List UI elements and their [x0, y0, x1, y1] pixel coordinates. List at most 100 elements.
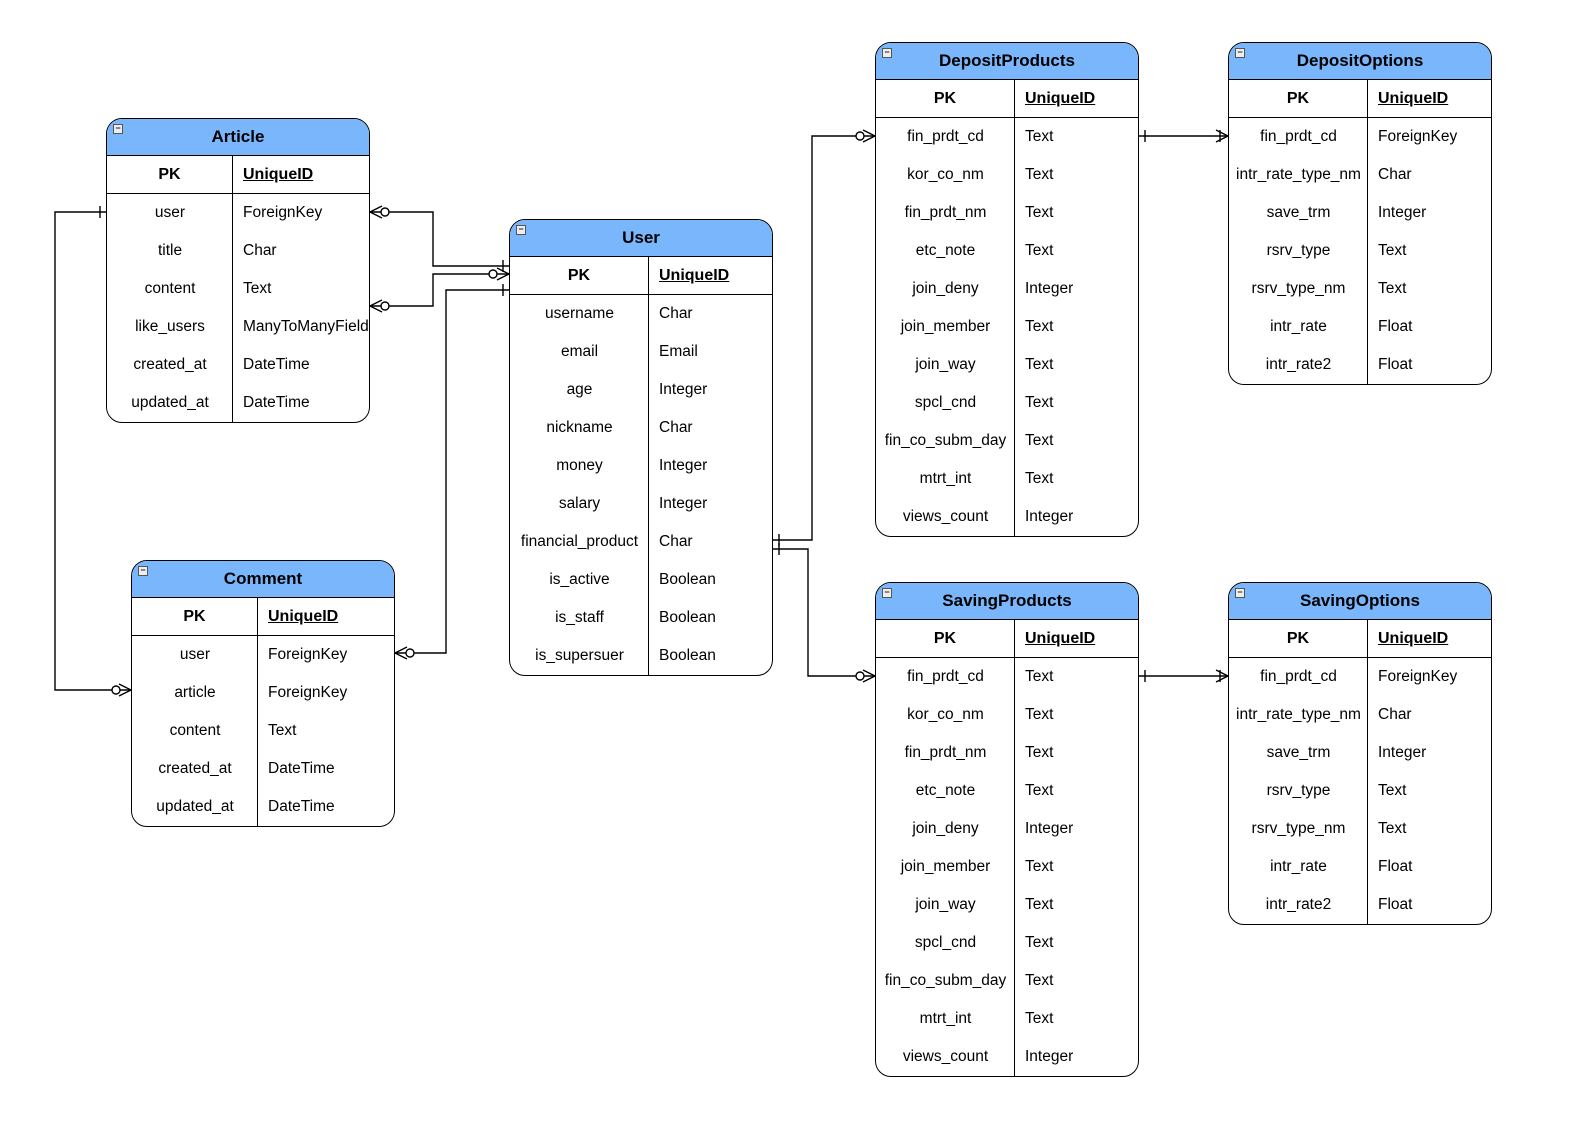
field-name: save_trm — [1266, 204, 1331, 221]
field-name: join_member — [900, 318, 991, 335]
field-name: fin_prdt_cd — [1260, 668, 1337, 685]
field-type: Integer — [1025, 820, 1074, 837]
entity-header[interactable]: −DepositOptions — [1229, 43, 1491, 80]
entity-header[interactable]: −SavingOptions — [1229, 583, 1491, 620]
field-name: rsrv_type — [1266, 242, 1331, 259]
collapse-icon[interactable]: − — [882, 588, 892, 598]
collapse-icon[interactable]: − — [882, 48, 892, 58]
field-name: money — [556, 457, 603, 474]
field-type: Text — [268, 722, 297, 739]
field-row[interactable]: is_staff Boolean — [510, 599, 772, 637]
field-type: Text — [1025, 242, 1054, 259]
collapse-icon[interactable]: − — [1235, 588, 1245, 598]
primary-key-row: PK UniqueID — [1229, 620, 1491, 658]
field-type: Float — [1378, 858, 1413, 875]
pk-name: UniqueID — [1378, 89, 1449, 107]
collapse-icon[interactable]: − — [1235, 48, 1245, 58]
collapse-icon[interactable]: − — [113, 124, 123, 134]
field-name: is_staff — [555, 609, 604, 626]
relationship-article-comment — [54, 211, 131, 691]
field-type: Float — [1378, 356, 1413, 373]
collapse-icon[interactable]: − — [138, 566, 148, 576]
entity-header[interactable]: −DepositProducts — [876, 43, 1138, 80]
entity-header[interactable]: −Comment — [132, 561, 394, 598]
entity-header[interactable]: −Article — [107, 119, 369, 156]
field-type: Float — [1378, 896, 1413, 913]
field-type: Char — [659, 419, 693, 436]
collapse-icon[interactable]: − — [516, 225, 526, 235]
entity-header[interactable]: −SavingProducts — [876, 583, 1138, 620]
pk-name: UniqueID — [1378, 629, 1449, 647]
zero-marker — [855, 671, 865, 681]
field-type: Integer — [1025, 280, 1074, 297]
field-type: Boolean — [659, 609, 716, 626]
entity-header[interactable]: −User — [510, 220, 772, 257]
pk-label: PK — [1229, 620, 1368, 657]
